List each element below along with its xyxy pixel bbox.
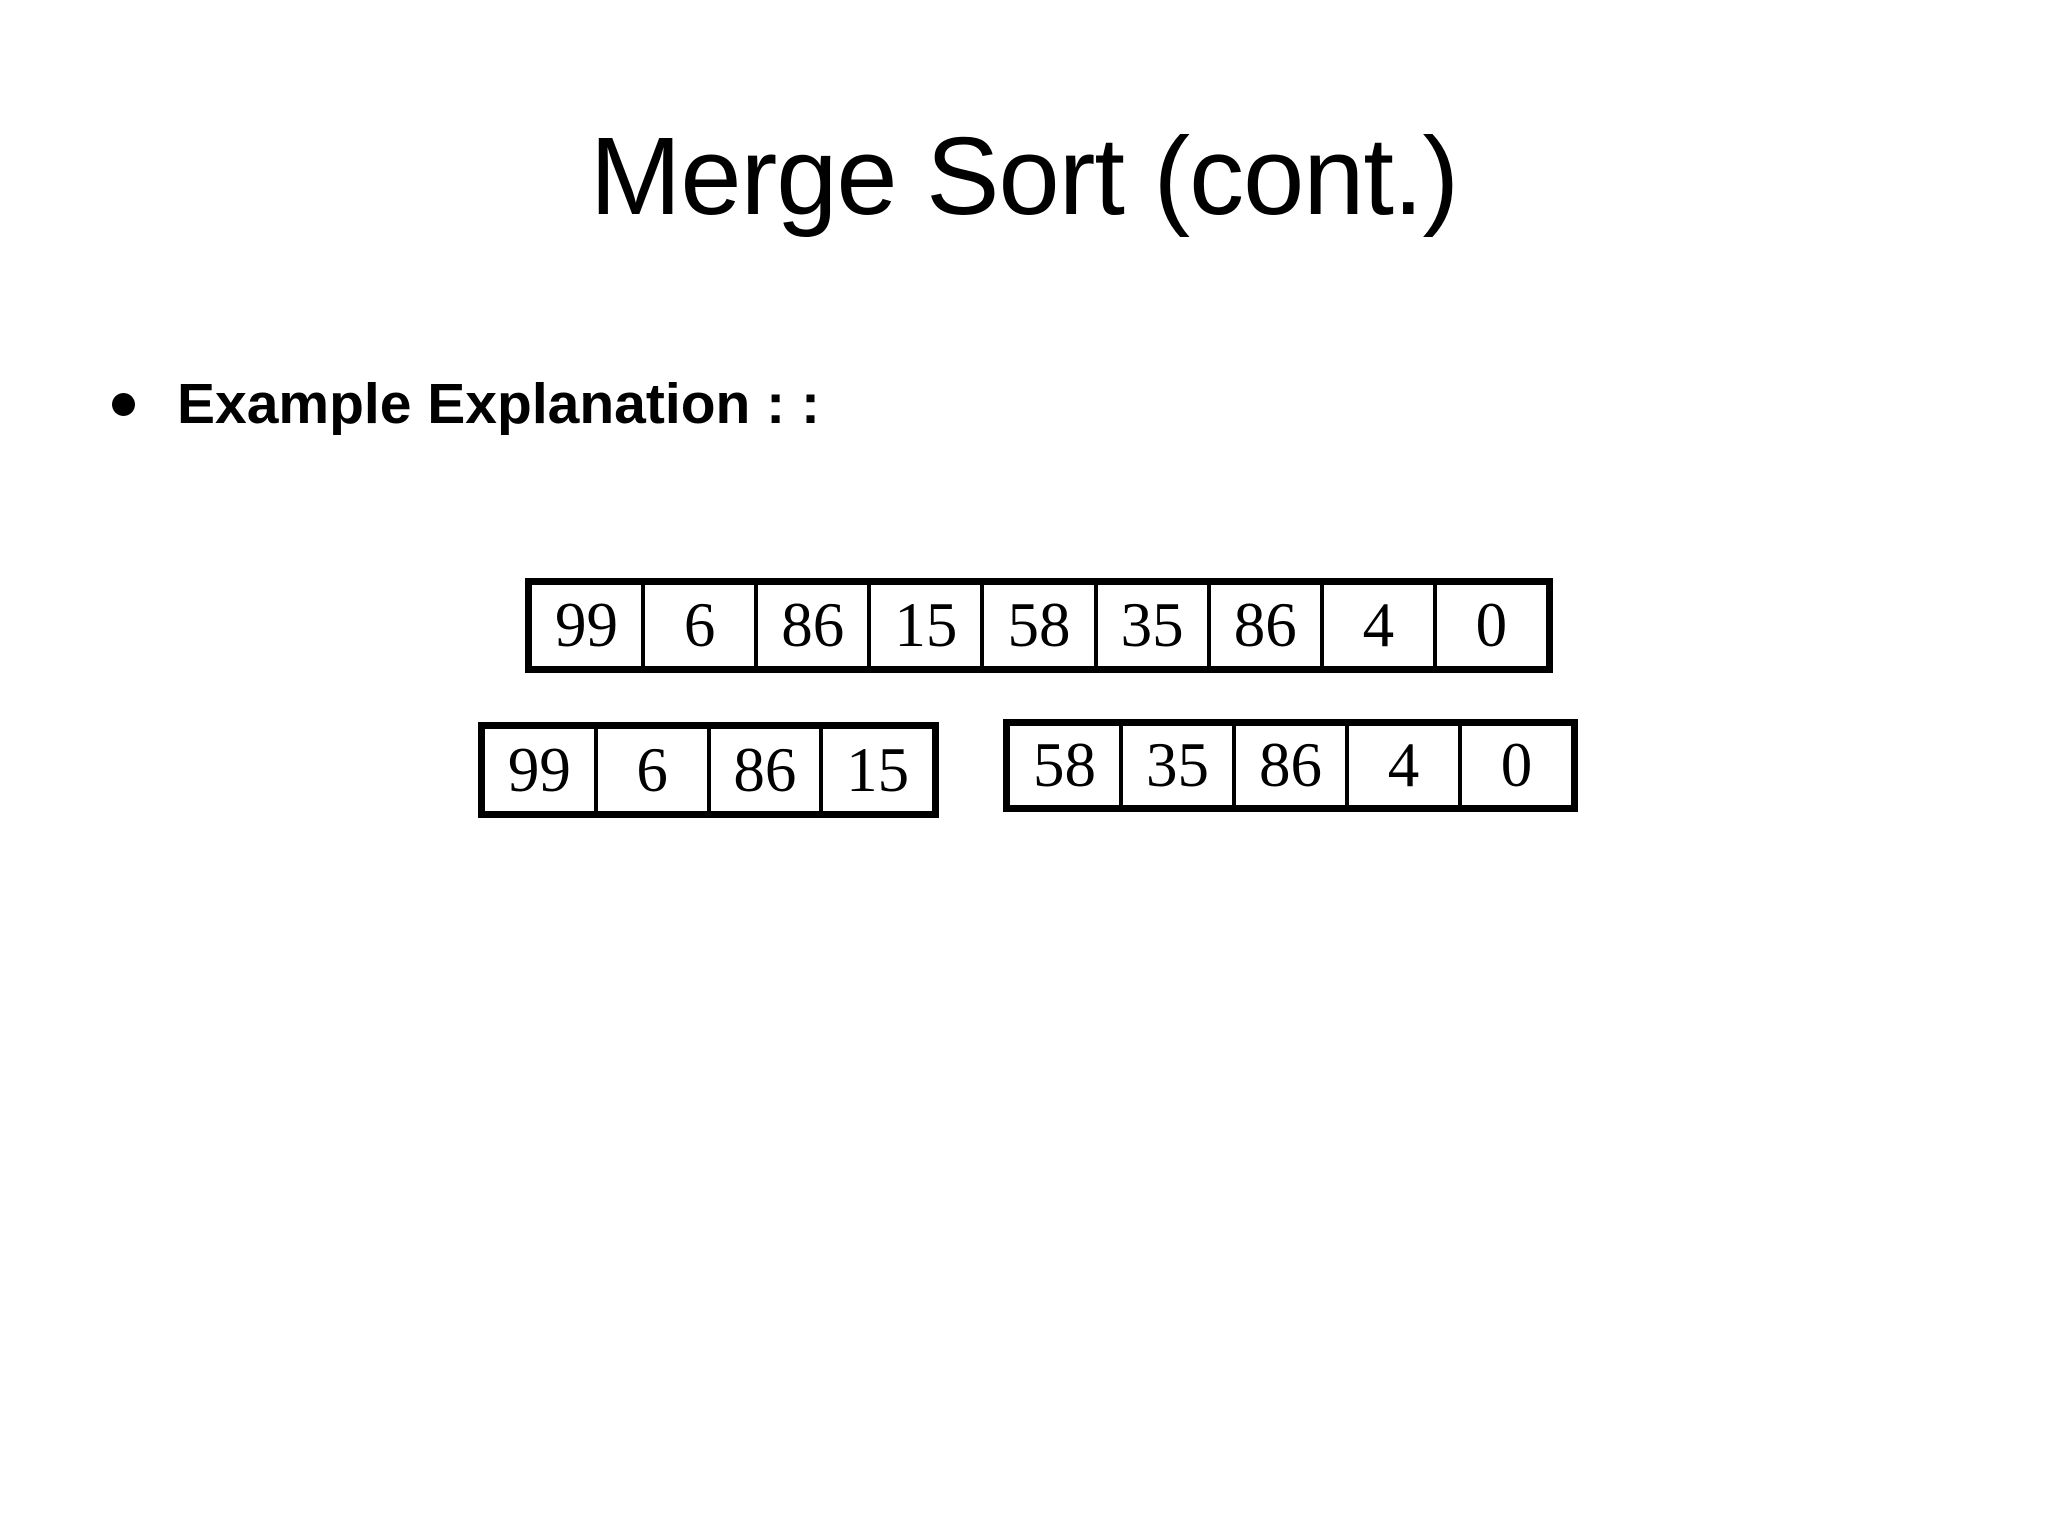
array-cell: 58 <box>984 585 1098 666</box>
array-cell: 86 <box>710 729 824 811</box>
array-cell: 86 <box>758 585 872 666</box>
array-cell: 35 <box>1123 726 1236 805</box>
array-cell: 99 <box>532 585 646 666</box>
array-cell: 99 <box>485 729 598 811</box>
array-cell: 15 <box>823 729 932 811</box>
bullet-item: Example Explanation : : <box>112 370 820 438</box>
array-cell: 0 <box>1462 726 1571 805</box>
slide-title: Merge Sort (cont.) <box>589 115 1459 238</box>
array-cell: 58 <box>1010 726 1123 805</box>
bullet-icon <box>112 392 135 416</box>
array-cell: 6 <box>645 585 759 666</box>
array-cell: 6 <box>597 729 711 811</box>
array-cell: 86 <box>1236 726 1349 805</box>
array-cell: 4 <box>1349 726 1462 805</box>
array-cell: 86 <box>1210 585 1324 666</box>
bullet-text: Example Explanation : : <box>177 372 820 436</box>
array-cell: 35 <box>1097 585 1211 666</box>
array-cell: 0 <box>1436 585 1546 666</box>
array-cell: 4 <box>1323 585 1437 666</box>
array-cell: 15 <box>871 585 985 666</box>
